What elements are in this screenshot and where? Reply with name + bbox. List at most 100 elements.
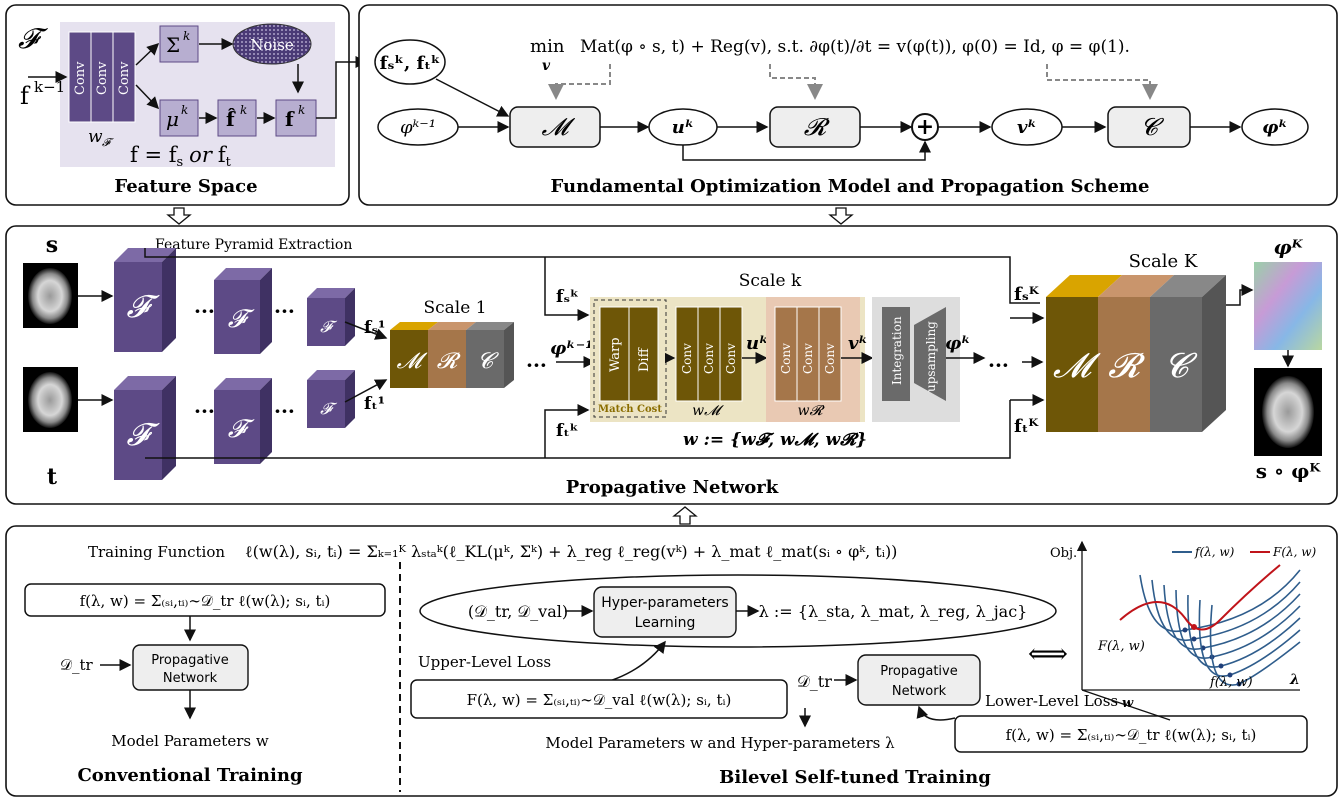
svg-text:F(λ, w) = Σ₍ₛᵢ,ₜᵢ₎∼𝒟_val ℓ(w(: F(λ, w) = Σ₍ₛᵢ,ₜᵢ₎∼𝒟_val ℓ(w(λ); sᵢ, tᵢ) <box>467 691 732 709</box>
svg-text:F(λ, w): F(λ, w) <box>1272 545 1317 559</box>
svg-text:+: + <box>916 114 934 140</box>
svg-text:vᵏ: vᵏ <box>1017 117 1037 138</box>
svg-text:Lower-Level Loss: Lower-Level Loss <box>985 692 1118 710</box>
input-f: f <box>20 82 31 110</box>
svg-text:k: k <box>298 103 305 117</box>
svg-text:Model Parameters w: Model Parameters w <box>111 732 269 750</box>
svg-text:Network: Network <box>163 671 218 686</box>
svg-text:v: v <box>542 58 551 74</box>
svg-text:Scale K: Scale K <box>1129 251 1198 272</box>
svg-text:Conv: Conv <box>779 343 793 374</box>
conventional-title: Conventional Training <box>77 765 303 786</box>
f-minimum-point <box>1218 663 1224 669</box>
svg-text:···: ··· <box>988 353 1009 377</box>
svg-text:φᵏ: φᵏ <box>945 333 971 354</box>
svg-text:Scale k: Scale k <box>739 271 802 291</box>
up-arrow <box>672 506 698 525</box>
svg-text:Conv: Conv <box>702 343 716 374</box>
svg-text:···: ··· <box>274 299 295 323</box>
svg-text:fₜ¹: fₜ¹ <box>364 394 385 414</box>
svg-text:λ := {λ_sta, λ_mat, λ_reg, λ_j: λ := {λ_sta, λ_mat, λ_reg, λ_jac} <box>759 602 1028 621</box>
optimization-formula: Mat(φ ∘ s, t) + Reg(v), s.t. ∂φ(t)/∂t = … <box>580 37 1130 57</box>
feature-extractor-t-1: 𝓕 <box>114 376 176 480</box>
svg-text:w: w <box>1122 696 1134 711</box>
svg-text:w𝓜: w𝓜 <box>692 403 724 419</box>
upper-loss-box <box>410 679 788 719</box>
svg-text:Hyper-parameters: Hyper-parameters <box>601 595 728 611</box>
svg-text:t: t <box>47 464 58 490</box>
svg-text:w := {w𝓕, w𝓜, w𝓡}: w := {w𝓕, w𝓜, w𝓡} <box>683 430 867 450</box>
svg-text:···: ··· <box>526 353 547 377</box>
hyper-learning-box <box>593 586 737 638</box>
svg-text:uᵏ: uᵏ <box>746 333 769 354</box>
svg-text:(𝒟_tr, 𝒟_val): (𝒟_tr, 𝒟_val) <box>468 602 568 621</box>
match-cost-box <box>593 299 667 418</box>
lower-loss-box <box>954 715 1308 753</box>
feature-extractor-s-1: 𝓕 <box>114 248 176 352</box>
svg-text:Upper-Level Loss: Upper-Level Loss <box>418 653 551 671</box>
svg-text:fₜᴷ: fₜᴷ <box>1014 416 1039 437</box>
svg-text:f(λ, w): f(λ, w) <box>1194 545 1235 559</box>
svg-text:s: s <box>46 232 58 258</box>
svg-text:Warp: Warp <box>608 337 623 372</box>
feature-extractor-t-2: 𝓕 <box>214 378 272 464</box>
svg-text:k: k <box>181 103 188 117</box>
noise-label: Noise <box>250 36 294 54</box>
svg-text:Integration: Integration <box>890 316 904 385</box>
svg-text:Scale 1: Scale 1 <box>423 298 486 318</box>
svg-text:f(λ, w): f(λ, w) <box>1209 675 1253 690</box>
svg-text:Conv: Conv <box>823 343 837 374</box>
svg-text:···: ··· <box>194 399 215 423</box>
f-minimum-point <box>1227 672 1233 678</box>
bilevel-title: Bilevel Self-tuned Training <box>719 767 991 788</box>
conv-label-1: Conv <box>73 61 88 95</box>
svg-text:φᵏ: φᵏ <box>1262 117 1288 138</box>
feature-extractor-s-3: 𝓕 <box>307 288 355 346</box>
svg-text:fₛᴷ: fₛᴷ <box>1014 284 1040 305</box>
svg-text:···: ··· <box>274 399 295 423</box>
pyramid-label: Feature Pyramid Extraction <box>155 237 352 253</box>
svg-text:F(λ, w): F(λ, w) <box>1097 639 1145 654</box>
svg-text:Training Function: Training Function <box>88 543 225 561</box>
svg-text:φᵏ⁻¹: φᵏ⁻¹ <box>400 117 436 138</box>
svg-text:Obj.: Obj. <box>1050 546 1077 561</box>
conventional-loss-box <box>24 583 386 617</box>
f-minimum-point <box>1191 636 1197 642</box>
svg-text:upsampling: upsampling <box>924 321 938 392</box>
bilevel-network-box <box>857 654 981 706</box>
svg-text:f̂: f̂ <box>226 107 236 131</box>
svg-text:μ: μ <box>166 107 179 131</box>
svg-text:𝓡: 𝓡 <box>1108 346 1146 386</box>
svg-text:f(λ, w) = Σ₍ₛᵢ,ₜᵢ₎∼𝒟_tr ℓ(w(λ: f(λ, w) = Σ₍ₛᵢ,ₜᵢ₎∼𝒟_tr ℓ(w(λ); sᵢ, tᵢ) <box>80 592 331 610</box>
fs-ft-node <box>374 39 446 85</box>
w-f-label: w <box>88 127 103 147</box>
svg-text:fₛᵏ, fₜᵏ: fₛᵏ, fₜᵏ <box>380 53 441 74</box>
svg-text:Learning: Learning <box>635 615 696 631</box>
propagative-title: Propagative Network <box>566 477 779 498</box>
svg-text:φᴷ: φᴷ <box>1273 235 1303 259</box>
svg-text:Propagative: Propagative <box>151 653 228 668</box>
svg-text:Conv: Conv <box>724 343 738 374</box>
optimization-title: Fundamental Optimization Model and Propa… <box>551 176 1150 197</box>
phik-node <box>1241 108 1309 146</box>
sigma-box <box>159 25 199 63</box>
svg-text:k: k <box>240 103 247 117</box>
svg-text:φᵏ⁻¹: φᵏ⁻¹ <box>550 338 593 359</box>
down-arrow-1 <box>166 207 192 225</box>
feature-space-title: Feature Space <box>114 176 257 197</box>
feature-extractor-t-3: 𝓕 <box>307 370 355 428</box>
f-minimum-point <box>1182 627 1188 633</box>
svg-text:Conv: Conv <box>801 343 815 374</box>
conv-label-3: Conv <box>117 61 132 95</box>
svg-text:Model Parameters w and Hyper-p: Model Parameters w and Hyper-parameters … <box>545 734 895 752</box>
noise-node <box>232 23 312 65</box>
scale-K-block: 𝓜 𝓡 𝓒 <box>1046 275 1226 432</box>
svg-text:uᵏ: uᵏ <box>672 117 695 138</box>
svg-text:Network: Network <box>892 684 947 699</box>
svg-text:w𝓡: w𝓡 <box>797 403 825 419</box>
